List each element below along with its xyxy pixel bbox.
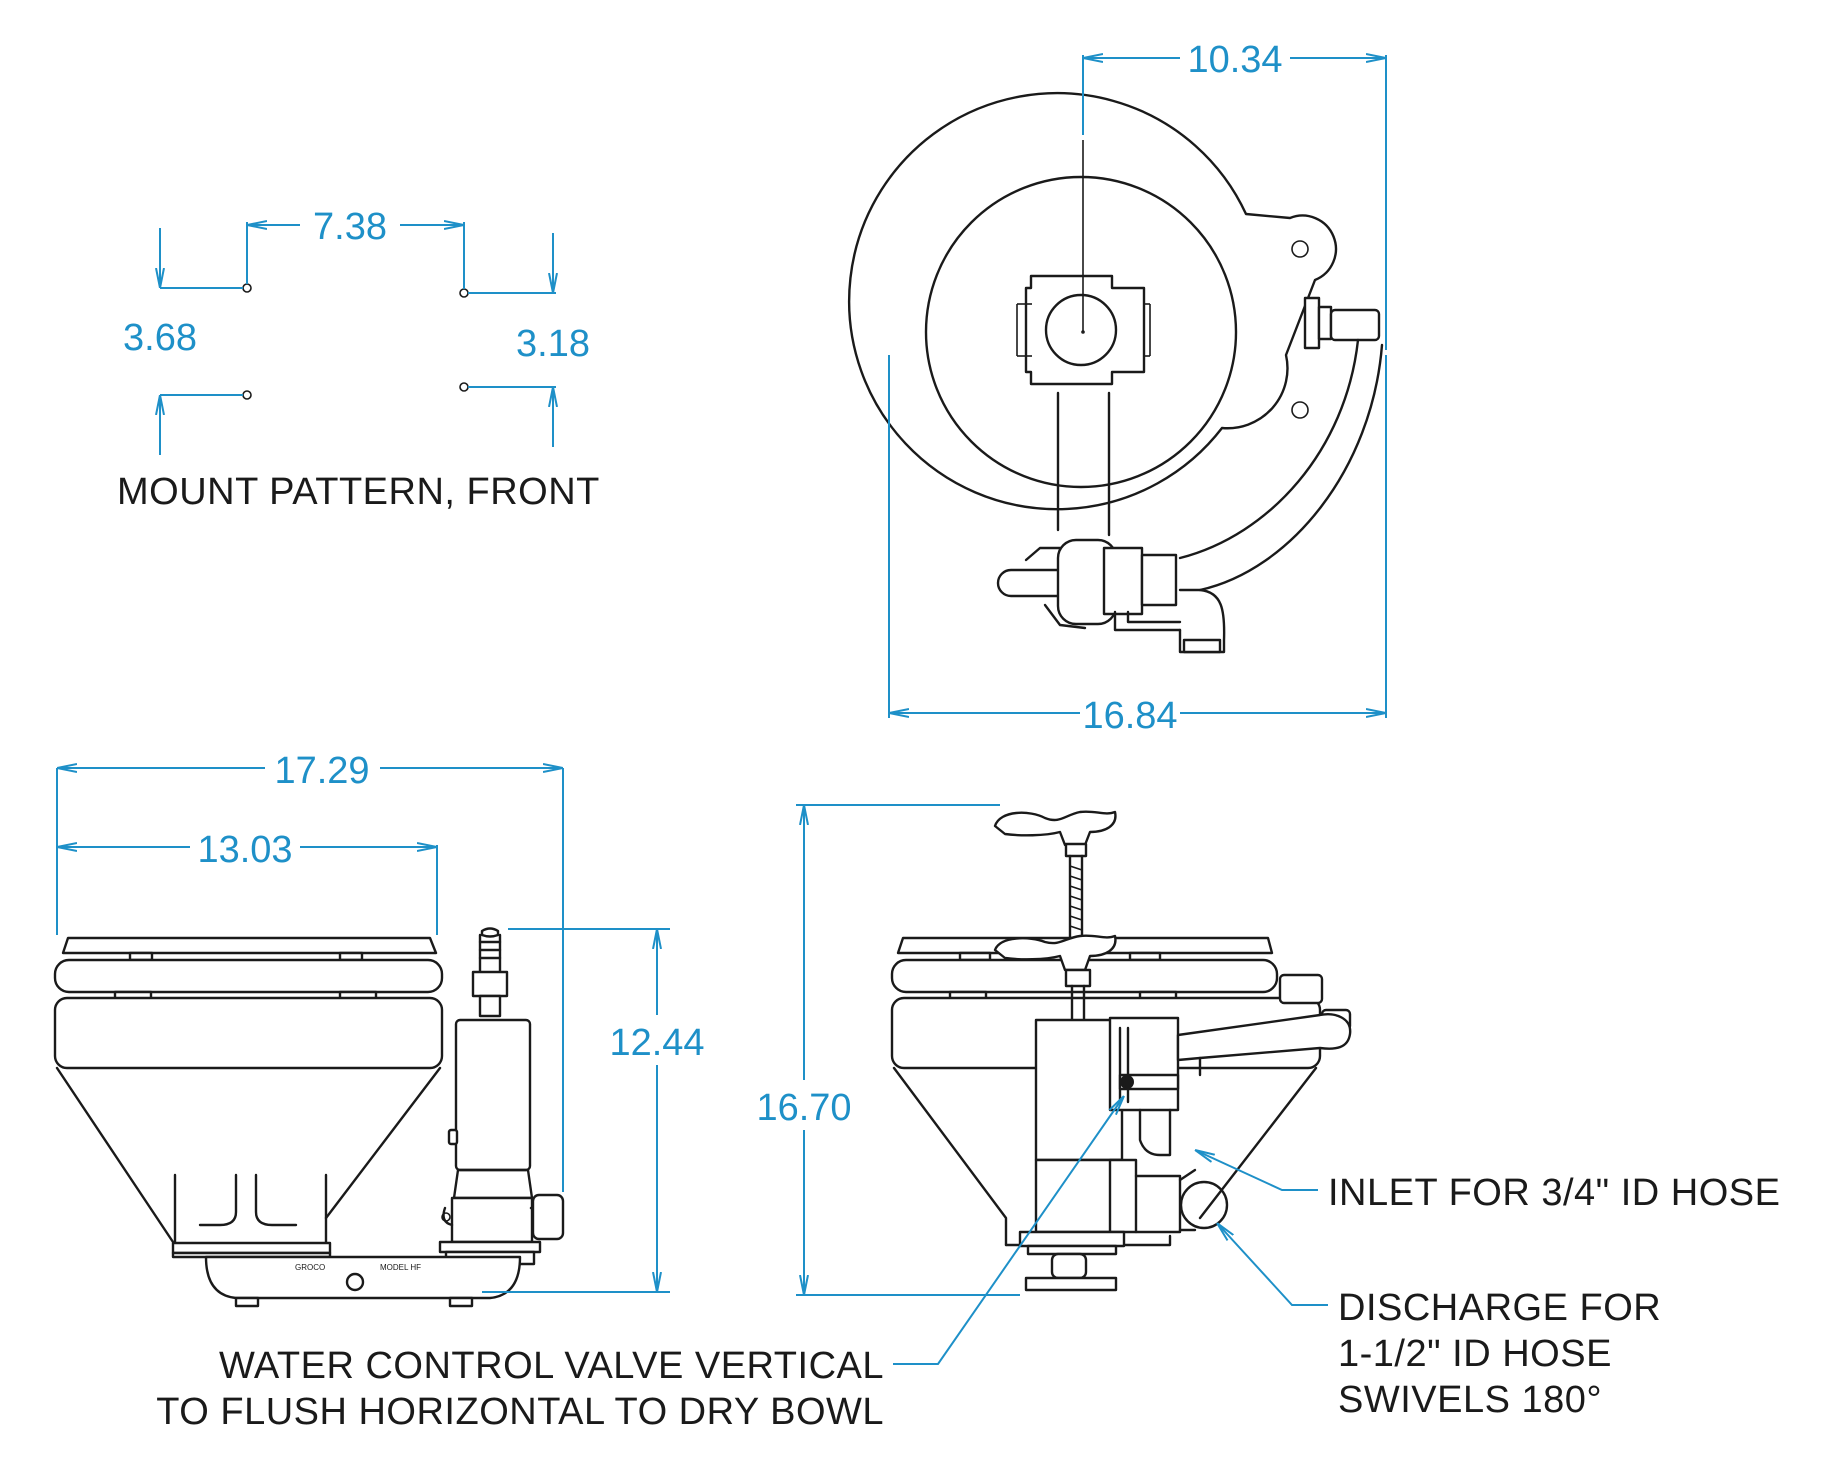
dim-overall-height: 16.70 [756, 804, 1020, 1296]
mount-ear-hole-upper [1291, 240, 1309, 258]
dim-height: 12.44 [482, 928, 705, 1293]
callout-valve-line2: TO FLUSH HORIZONTAL TO DRY BOWL [156, 1391, 884, 1433]
dim-mount-right-label: 3.18 [516, 323, 590, 365]
callout-discharge: DISCHARGE FOR 1-1/2" ID HOSE SWIVELS 180… [1217, 1223, 1661, 1421]
model-text: MODEL HF [380, 1263, 421, 1272]
dim-overall-width: 16.84 [888, 355, 1387, 737]
water-valve-knob [1120, 1075, 1134, 1089]
dim-mount-left-label: 3.68 [123, 317, 197, 359]
valve-assembly-top [996, 538, 1226, 654]
mount-hole-bottom-right [459, 382, 469, 392]
pump-cylinder-side [454, 1018, 532, 1172]
dim-seat-length: 13.03 [57, 829, 438, 935]
pump-cylinder-top [1044, 293, 1118, 367]
dim-mount-width: 7.38 [246, 206, 465, 289]
callout-discharge-line2: 1-1/2" ID HOSE [1338, 1333, 1612, 1375]
callout-inlet-label: INLET FOR 3/4" ID HOSE [1328, 1172, 1780, 1214]
inlet-fitting-top [1303, 296, 1381, 350]
dim-seat-length-label: 13.03 [197, 829, 292, 871]
pump-body-front [1034, 1018, 1124, 1162]
callout-discharge-line1: DISCHARGE FOR [1338, 1287, 1661, 1329]
callout-inlet: INLET FOR 3/4" ID HOSE [1195, 1150, 1780, 1214]
side-view: GROCO MODEL HF 17.29 13.03 12.44 [53, 750, 705, 1308]
maker-text: GROCO [295, 1263, 325, 1272]
dim-overall-height-label: 16.70 [756, 1087, 851, 1129]
mount-hole-bottom-left [242, 390, 252, 400]
dim-center-offset: 10.34 [1082, 39, 1387, 350]
front-view: 16.70 INLET FOR 3/4" ID HOSE DISCHARGE F… [156, 804, 1780, 1433]
callout-valve-line1: WATER CONTROL VALVE VERTICAL [219, 1345, 884, 1387]
bowl-rim-top [924, 175, 1238, 489]
mount-hole-top-left [242, 283, 252, 293]
seat-ring-side [53, 958, 444, 994]
handle-lowered [993, 934, 1117, 972]
discharge-port-front [1179, 1180, 1229, 1230]
callout-discharge-line3: SWIVELS 180° [1338, 1379, 1602, 1421]
dim-overall-length: 17.29 [56, 750, 564, 1192]
dim-mount-width-label: 7.38 [313, 206, 387, 248]
handle-raised [993, 810, 1117, 847]
pump-base-top [1016, 274, 1151, 386]
flush-lever-front [1176, 1013, 1352, 1062]
base-bolt-side [345, 1272, 365, 1292]
dim-center-offset-label: 10.34 [1187, 39, 1282, 81]
bowl-cone-side [55, 1066, 442, 1247]
bowl-outline-top [847, 91, 1338, 511]
pump-assembly-side [438, 927, 565, 1266]
callout-valve: WATER CONTROL VALVE VERTICAL TO FLUSH HO… [156, 1096, 1124, 1433]
mount-pattern: 7.38 3.68 3.18 MOUNT PATTERN, FRONT [117, 206, 600, 513]
discharge-elbow-top [1178, 588, 1226, 654]
pump-handle-front [993, 810, 1117, 1022]
dim-mount-right: 3.18 [468, 233, 590, 447]
dim-overall-width-label: 16.84 [1082, 695, 1177, 737]
seat-lid-side [61, 936, 438, 955]
mount-ear-hole-lower [1291, 401, 1309, 419]
mount-hole-top-right [459, 288, 469, 298]
dim-height-label: 12.44 [609, 1022, 704, 1064]
bowl-rim-side [53, 996, 444, 1070]
dim-overall-length-label: 17.29 [274, 750, 369, 792]
top-view: 10.34 16.84 [847, 39, 1387, 737]
inlet-hose-top [1178, 338, 1384, 592]
mount-pattern-title: MOUNT PATTERN, FRONT [117, 471, 600, 513]
bowl-cone-front [892, 1066, 1318, 1247]
dim-mount-left: 3.68 [123, 228, 243, 455]
